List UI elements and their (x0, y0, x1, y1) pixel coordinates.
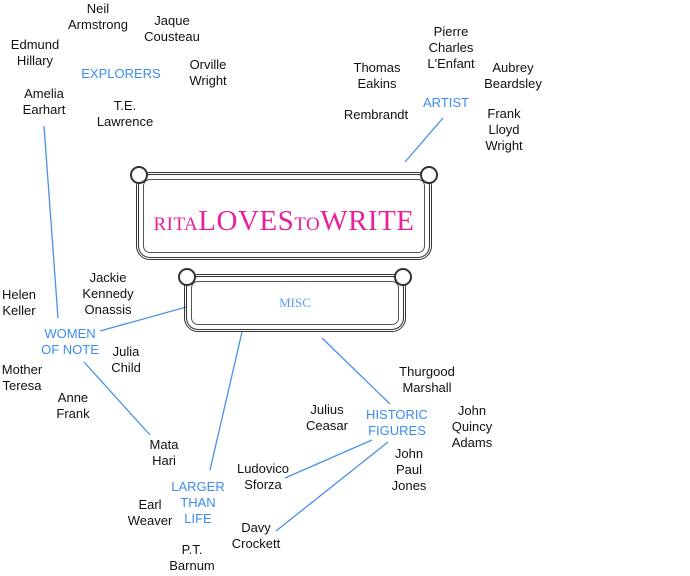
person: Aubrey Beardsley (484, 60, 542, 91)
connector (321, 337, 391, 405)
person: Jaque Cousteau (144, 13, 200, 44)
misc-frame: MISC (178, 268, 412, 332)
category-larger-than-life: LARGER THAN LIFE (171, 479, 225, 526)
person: Thurgood Marshall (399, 364, 455, 395)
connector (209, 331, 243, 471)
person: John Paul Jones (391, 446, 427, 493)
person: Neil Armstrong (68, 1, 128, 32)
category-explorers: EXPLORERS (81, 66, 161, 81)
category-women-of-note: WOMEN OF NOTE (41, 326, 99, 357)
category-historic-figures: HISTORIC FIGURES (366, 407, 428, 438)
person: Amelia Earhart (22, 86, 66, 117)
person: Helen Keller (2, 287, 36, 318)
connector (404, 117, 444, 163)
person: Rembrandt (343, 107, 409, 122)
connector (275, 441, 389, 532)
person: Pierre Charles L'Enfant (427, 24, 475, 71)
person: Edmund Hillary (10, 37, 60, 68)
connector (43, 125, 59, 319)
person: Anne Frank (56, 390, 90, 421)
person: Mata Hari (149, 437, 179, 468)
person: Julius Ceasar (306, 402, 348, 433)
person: Thomas Eakins (353, 60, 401, 91)
person: Frank Lloyd Wright (485, 106, 523, 153)
logo-title: RITALOVESTOWRITE (153, 205, 415, 237)
person: T.E. Lawrence (96, 98, 154, 129)
person: John Quincy Adams (451, 403, 493, 450)
person: Orville Wright (189, 57, 227, 88)
title-frame: RITALOVESTOWRITE (130, 166, 438, 260)
person: Ludovico Sforza (236, 461, 290, 492)
connector (99, 305, 191, 332)
connector (83, 361, 151, 436)
person: Mother Teresa (1, 362, 43, 393)
category-artist: ARTIST (423, 95, 469, 110)
person: Davy Crockett (231, 520, 281, 551)
person: Earl Weaver (127, 497, 173, 528)
person: Julia Child (111, 344, 141, 375)
misc-label: MISC (279, 295, 311, 310)
person: Jackie Kennedy Onassis (82, 270, 134, 317)
connector (284, 439, 373, 479)
person: P.T. Barnum (169, 542, 215, 573)
